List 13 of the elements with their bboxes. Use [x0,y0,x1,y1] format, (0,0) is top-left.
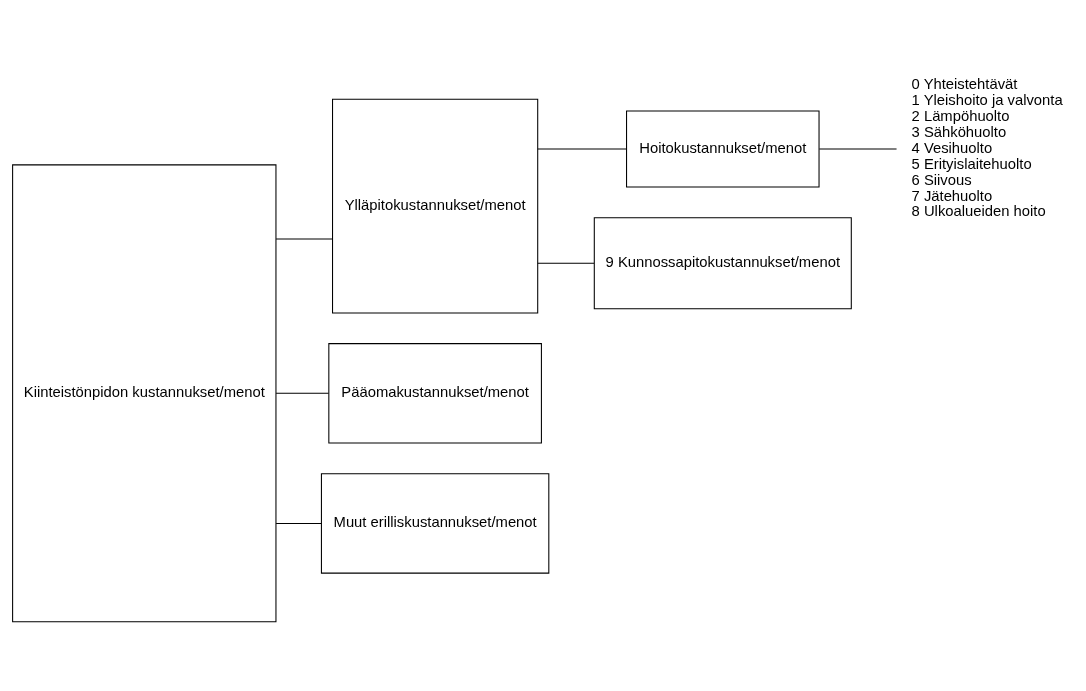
node-box: 9 Kunnossapitokustannukset/menot [593,216,852,309]
node-box: Ylläpitokustannukset/menot [332,98,539,313]
connector [275,237,334,239]
connector [537,148,627,150]
node-text: 0 Yhteistehtävät 1 Yleishoito ja valvonta 2 Lämpöhuolto 3 Sähköhuolto 4 Vesihuolto 5 Erityislaitehuolto 6 Siivous 7 Jätehuolto 8 Ulkoalueiden hoito [911,75,1063,219]
connector [275,522,322,524]
connector [275,392,330,394]
connector [537,262,595,264]
node-box: Hoitokustannukset/menot [626,109,820,188]
node-box: Muut erilliskustannukset/menot [320,472,550,574]
node-box: Kiinteistönpidon kustannukset/menot [12,163,277,622]
node-box: Pääomakustannukset/menot [328,342,542,444]
connector [818,148,898,150]
